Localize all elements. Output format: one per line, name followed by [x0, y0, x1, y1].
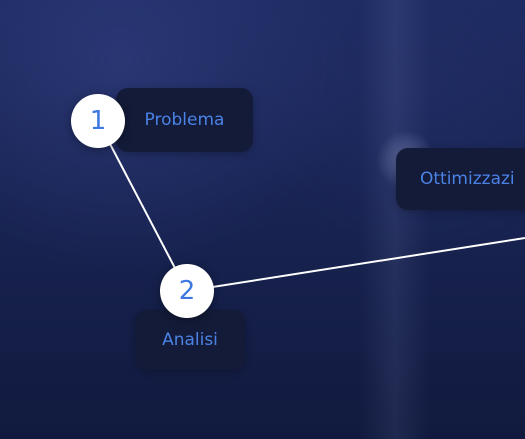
- step-ottimizzazione-label: Ottimizzazi: [420, 169, 515, 189]
- step-2-number: 2: [178, 276, 196, 306]
- step-1-node[interactable]: 1: [71, 94, 125, 148]
- step-analisi-label-box[interactable]: Analisi: [135, 310, 245, 370]
- connector-2-to-3: [186, 237, 525, 292]
- step-2-node[interactable]: 2: [160, 264, 214, 318]
- step-problema-label-box[interactable]: Problema: [116, 88, 253, 152]
- step-problema-label: Problema: [144, 110, 225, 130]
- step-ottimizzazione-label-box[interactable]: Ottimizzazi: [396, 148, 525, 210]
- background-glow-streak: [360, 0, 430, 439]
- step-1-number: 1: [89, 106, 107, 136]
- connector-1-to-2: [97, 120, 188, 292]
- step-analisi-label: Analisi: [162, 330, 218, 350]
